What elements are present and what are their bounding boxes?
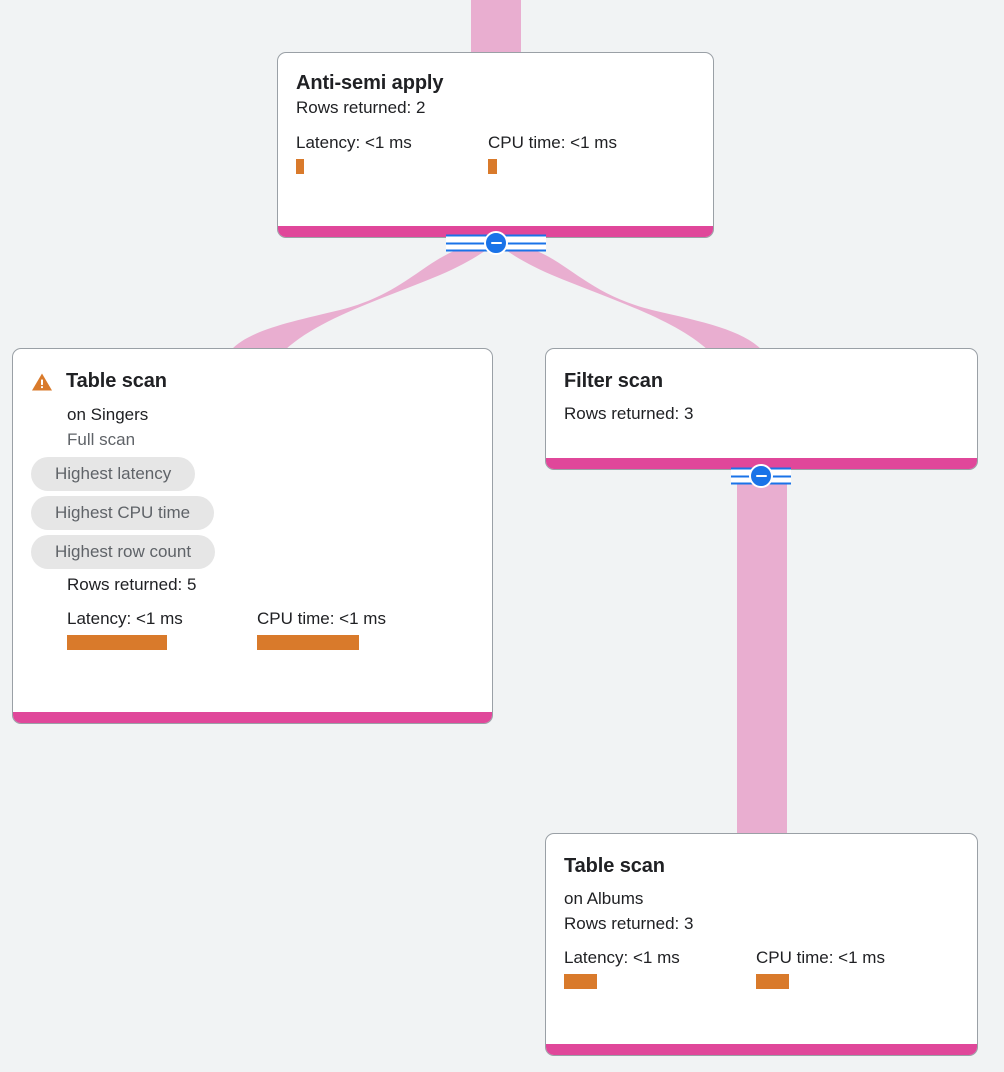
edge-root-to-filter-scan (496, 243, 762, 350)
edge-root-to-table-scan-singers (231, 243, 496, 350)
node-header: Table scan (31, 369, 474, 393)
connector-collapse-filter-scan[interactable] (731, 463, 791, 489)
node-scan-type: Full scan (67, 430, 136, 449)
node-title: Table scan (564, 855, 665, 877)
insight-chip-highest-cpu-time[interactable]: Highest CPU time (31, 496, 215, 530)
cpu-time-bar (488, 159, 497, 174)
latency-label: Latency: <1 ms (67, 609, 183, 628)
node-header: Anti-semi apply (296, 71, 695, 95)
cpu-time-bar (756, 974, 789, 989)
latency-metric: Latency: <1 ms (67, 609, 257, 650)
plan-node-anti-semi-apply[interactable]: Anti-semi apply Rows returned: 2 Latency… (277, 52, 714, 238)
node-title: Anti-semi apply (296, 72, 444, 94)
node-body: Filter scan Rows returned: 3 (546, 349, 977, 458)
plan-node-filter-scan[interactable]: Filter scan Rows returned: 3 (545, 348, 978, 470)
node-body: Table scan on Albums Rows returned: 3 La… (546, 834, 977, 1044)
rows-returned: Rows returned: 2 (296, 98, 426, 117)
metrics-row: Latency: <1 ms CPU time: <1 ms (67, 609, 474, 650)
edge-filter-scan-to-table-scan-albums (737, 468, 787, 836)
cpu-metric: CPU time: <1 ms (756, 948, 885, 989)
insight-chip-list: Highest latency Highest CPU time Highest… (31, 457, 474, 569)
latency-bar (564, 974, 597, 989)
cpu-metric: CPU time: <1 ms (257, 609, 386, 650)
edge-incoming-root (471, 0, 521, 56)
latency-bar (296, 159, 304, 174)
rows-returned: Rows returned: 5 (67, 575, 197, 594)
latency-bar (67, 635, 167, 650)
cpu-metric: CPU time: <1 ms (488, 133, 617, 174)
node-title: Filter scan (564, 370, 663, 392)
rows-returned: Rows returned: 3 (564, 914, 694, 933)
node-subtitle: on Singers (67, 405, 149, 424)
latency-label: Latency: <1 ms (564, 948, 680, 967)
node-title: Table scan (66, 370, 167, 392)
latency-label: Latency: <1 ms (296, 133, 412, 152)
node-body: Table scan on Singers Full scan Highest … (13, 349, 492, 712)
cpu-time-bar (257, 635, 359, 650)
latency-metric: Latency: <1 ms (564, 948, 756, 989)
cpu-time-label: CPU time: <1 ms (257, 609, 386, 628)
cpu-time-label: CPU time: <1 ms (756, 948, 885, 967)
node-subtitle: on Albums (564, 889, 644, 908)
insight-chip-highest-latency[interactable]: Highest latency (31, 457, 196, 491)
insight-chip-highest-row-count[interactable]: Highest row count (31, 535, 216, 569)
minus-circle-icon[interactable] (484, 231, 508, 255)
metrics-row: Latency: <1 ms CPU time: <1 ms (296, 133, 695, 174)
cpu-time-label: CPU time: <1 ms (488, 133, 617, 152)
warning-triangle-icon (32, 373, 52, 391)
node-header: Table scan (564, 854, 959, 878)
connector-collapse-anti-semi-apply[interactable] (446, 230, 546, 256)
minus-circle-icon[interactable] (749, 464, 773, 488)
node-header: Filter scan (564, 369, 959, 393)
plan-node-table-scan-albums[interactable]: Table scan on Albums Rows returned: 3 La… (545, 833, 978, 1056)
node-body: Anti-semi apply Rows returned: 2 Latency… (278, 53, 713, 226)
metrics-row: Latency: <1 ms CPU time: <1 ms (564, 948, 959, 989)
plan-node-table-scan-singers[interactable]: Table scan on Singers Full scan Highest … (12, 348, 493, 724)
node-footer-accent (546, 1044, 977, 1055)
node-footer-accent (13, 712, 492, 723)
latency-metric: Latency: <1 ms (296, 133, 488, 174)
rows-returned: Rows returned: 3 (564, 404, 694, 423)
